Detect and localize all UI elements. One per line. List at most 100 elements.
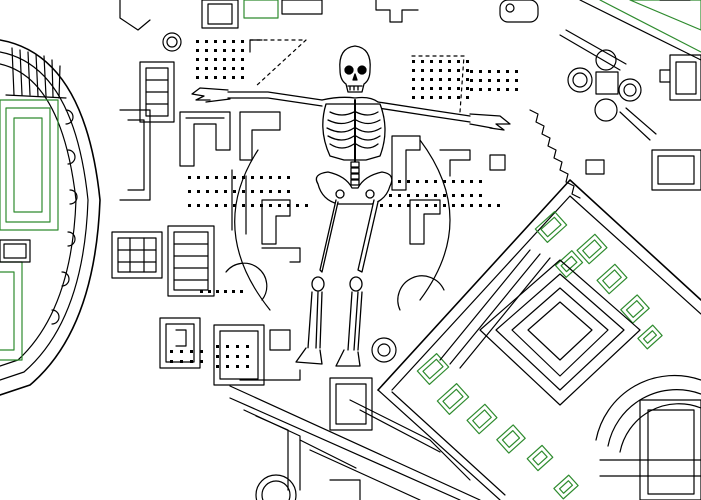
column-dot (439, 69, 442, 72)
garden-bed (534, 211, 568, 243)
column-dot (421, 78, 424, 81)
skeleton-left-leg (295, 199, 339, 365)
column-dot (200, 290, 203, 293)
column-dot (196, 49, 199, 52)
garden-bed (554, 250, 584, 278)
column-dot (214, 76, 217, 79)
column-dot (224, 204, 227, 207)
diamond-palace-complex (377, 179, 701, 500)
column-dot (242, 190, 245, 193)
column-dot (305, 204, 308, 207)
column-dot (461, 204, 464, 207)
column-dot (466, 69, 469, 72)
column-dot (205, 76, 208, 79)
garden-bed (637, 324, 663, 350)
skeleton-clavicle (321, 96, 379, 103)
column-dot (226, 365, 229, 368)
column-dot (278, 176, 281, 179)
column-dot (439, 87, 442, 90)
column-dot (389, 194, 392, 197)
skeleton-ribcage (322, 99, 386, 166)
garden-bed (436, 383, 470, 415)
left-oval-complex (0, 39, 101, 396)
column-dot (448, 96, 451, 99)
column-dot (180, 350, 183, 353)
column-dot (421, 60, 424, 63)
column-dot (197, 204, 200, 207)
column-dot (430, 60, 433, 63)
oval-garden-beds (0, 99, 59, 361)
central-plaza (111, 61, 506, 311)
column-dot (200, 350, 203, 353)
oval-niches (51, 109, 78, 325)
garden-bed (625, 300, 645, 318)
column-dot (398, 180, 401, 183)
garden-bed (576, 233, 608, 265)
column-dot (205, 67, 208, 70)
column-dot (488, 70, 491, 73)
column-dot (479, 194, 482, 197)
diamond-garden-beds (416, 211, 663, 500)
column-dot (223, 40, 226, 43)
column-dot (389, 204, 392, 207)
column-dot (430, 78, 433, 81)
top-left-blocks (119, 0, 539, 52)
garden-bed (501, 430, 521, 448)
column-dot (461, 194, 464, 197)
column-dot (488, 204, 491, 207)
column-dot (497, 70, 500, 73)
column-dot (412, 60, 415, 63)
column-dot (457, 87, 460, 90)
column-dot (488, 79, 491, 82)
column-dot (197, 190, 200, 193)
column-dot (241, 76, 244, 79)
column-dot (246, 355, 249, 358)
column-dot (398, 194, 401, 197)
lower-buildings (159, 317, 481, 500)
column-dot (497, 204, 500, 207)
garden-bed (442, 388, 464, 410)
garden-bed (532, 450, 548, 466)
column-dot (416, 204, 419, 207)
cross-temple-right (559, 29, 657, 141)
skeleton-right-leg (335, 199, 379, 367)
column-dot (506, 70, 509, 73)
column-dot (448, 60, 451, 63)
garden-bed (582, 239, 602, 259)
column-dot (251, 176, 254, 179)
column-dot (479, 79, 482, 82)
column-dot (232, 49, 235, 52)
column-dot (466, 60, 469, 63)
column-dot (443, 204, 446, 207)
column-dot (296, 204, 299, 207)
column-dot (421, 87, 424, 90)
garden-bed (466, 403, 498, 435)
column-dot (241, 58, 244, 61)
column-dot (515, 79, 518, 82)
corner-mark (249, 39, 263, 53)
column-dot (434, 204, 437, 207)
garden-bed (558, 480, 574, 494)
jagged-wall (529, 109, 581, 199)
column-dot (241, 40, 244, 43)
column-dot (241, 49, 244, 52)
garden-bed (596, 263, 628, 295)
column-dot (398, 204, 401, 207)
column-dot (260, 190, 263, 193)
column-dot (470, 88, 473, 91)
column-dot (188, 176, 191, 179)
small-pavilion (585, 159, 605, 175)
garden-bed (560, 255, 578, 273)
column-dot (416, 194, 419, 197)
garden-bed (416, 353, 450, 385)
garden-bed (526, 444, 554, 472)
column-dot (216, 355, 219, 358)
column-dot (479, 180, 482, 183)
column-dot (233, 176, 236, 179)
garden-bed (422, 358, 444, 380)
column-dot (380, 204, 383, 207)
column-dot (515, 88, 518, 91)
column-dot (497, 88, 500, 91)
